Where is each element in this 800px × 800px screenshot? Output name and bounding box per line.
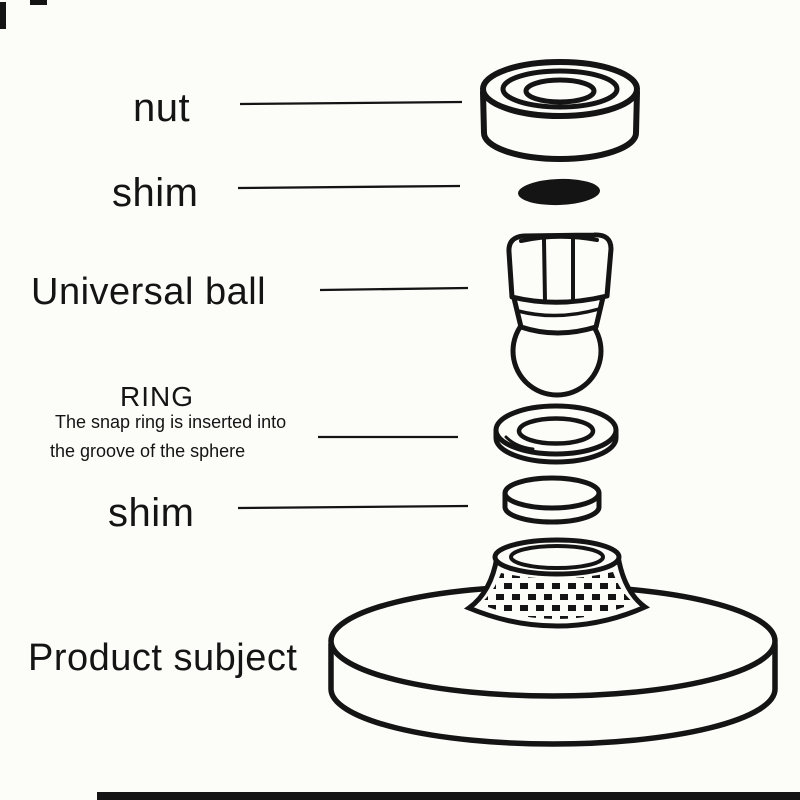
label-ring-note-line2: the groove of the sphere [50, 441, 246, 461]
product-subject-part [328, 537, 778, 747]
leader-line-ball [319, 286, 469, 292]
universal-ball-part [506, 232, 614, 398]
crop-artifact-bottom [97, 792, 800, 800]
label-product-subject: Product subject [28, 637, 298, 679]
shim-washer-part [518, 178, 600, 206]
crop-artifact-top-left [0, 2, 6, 29]
crop-artifact-top [30, 0, 47, 5]
label-nut: nut [133, 86, 191, 130]
leader-line-shim-bot [237, 504, 469, 510]
label-ring-note-line1: The snap ring is inserted into [55, 412, 287, 432]
label-shim-bottom: shim [108, 491, 195, 535]
label-universal-ball: Universal ball [31, 271, 267, 313]
leader-line-shim-top [237, 184, 461, 190]
label-ring-title: RING [120, 381, 194, 412]
nut-part [480, 59, 640, 162]
leader-lines [237, 100, 469, 510]
snap-ring-part [493, 403, 619, 465]
strainer-mesh [480, 572, 634, 619]
leader-line-nut [239, 100, 463, 106]
shim-ring-part [502, 475, 602, 525]
label-shim-top: shim [112, 171, 199, 215]
